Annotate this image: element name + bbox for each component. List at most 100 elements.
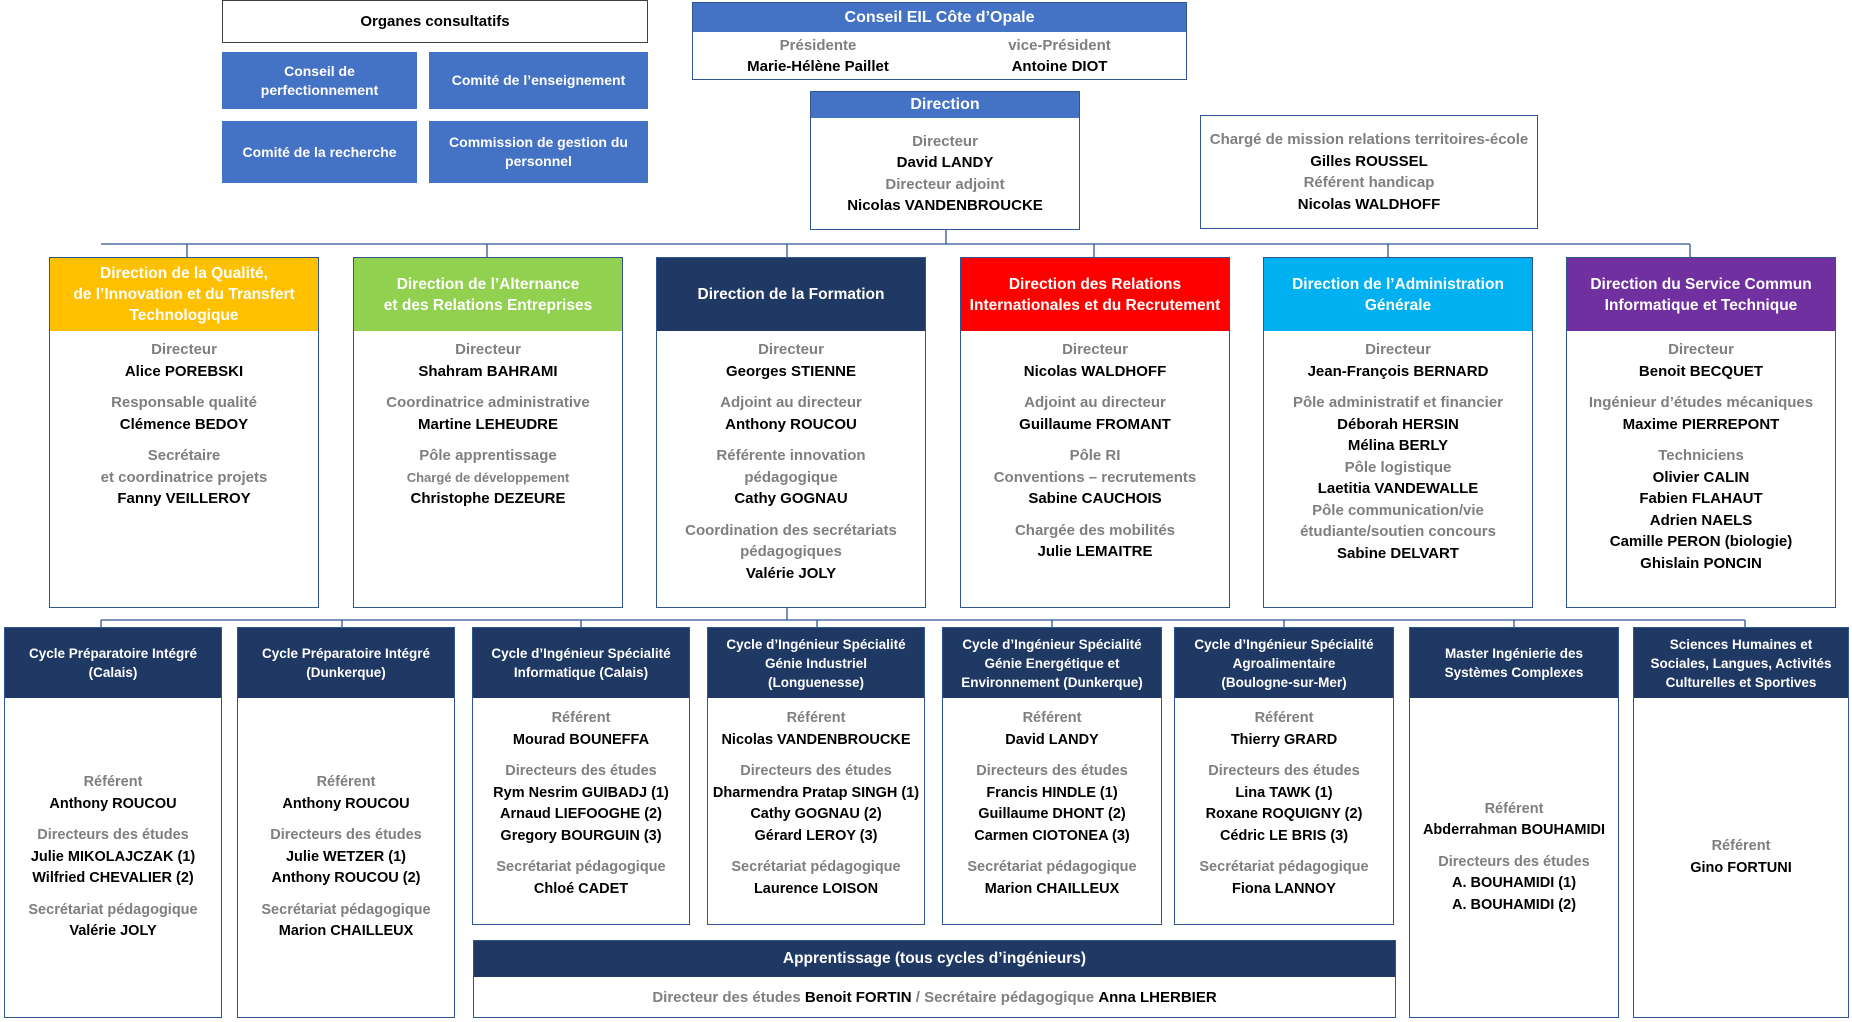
role-label: Chargé de développement (406, 469, 570, 485)
person-name: Fabien FLAHAUT (1639, 490, 1763, 507)
role-label: Chargé de mission relations territoires-… (1209, 131, 1529, 148)
role-label: Techniciens (1658, 447, 1744, 464)
person-name: Benoit BECQUET (1638, 362, 1764, 380)
person-name: Nicolas VANDENBROUCKE (721, 731, 911, 748)
cycle-genie-energetique: Cycle d’Ingénieur Spécialité Génie Energ… (942, 627, 1162, 925)
role-label: Pôle administratif et financier (1292, 394, 1504, 411)
mission-body: Chargé de mission relations territoires-… (1201, 116, 1537, 228)
department-relations-internationales: Direction des Relations Internationales … (960, 257, 1230, 608)
person-name: Julie WETZER (1) (285, 848, 407, 865)
person-name: Guillaume FROMANT (1019, 415, 1171, 433)
role-label: Référent (1254, 710, 1314, 726)
person-name: Gregory BOURGUIN (3) (500, 827, 662, 844)
cycle-title: Cycle d’Ingénieur Spécialité Génie Energ… (943, 628, 1161, 698)
cycle-title: Sciences Humaines et Sociales, Langues, … (1634, 628, 1848, 698)
person-name: Laurence LOISON (753, 880, 879, 897)
role-label: Référent handicap (1303, 174, 1435, 191)
person-name: Laetitia VANDEWALLE (1317, 480, 1479, 497)
person-name: Valérie JOLY (69, 923, 157, 940)
person-name: Marion CHAILLEUX (278, 923, 414, 940)
role-label: Secrétariat pédagogique (967, 859, 1137, 875)
person-name: Fanny VEILLEROY (117, 490, 251, 507)
person-name: Olivier CALIN (1652, 468, 1750, 486)
role-label: Référent (1022, 710, 1082, 726)
apprentissage-separator: / (911, 988, 925, 1006)
role-label: Référent (1484, 800, 1544, 817)
mission-box: Chargé de mission relations territoires-… (1200, 115, 1538, 229)
person-name: Cédric LE BRIS (3) (1219, 827, 1349, 844)
role-label: Directeur (912, 132, 978, 150)
role-label: Directeur (455, 341, 521, 358)
organe-commission-personnel: Commission de gestion du personnel (429, 121, 648, 183)
person-name: Dharmendra Pratap SINGH (1) (712, 784, 920, 801)
cycle-title: Cycle d’Ingénieur Spécialité Agroaliment… (1175, 628, 1393, 698)
role-label: Référente innovation pédagogique (716, 447, 866, 486)
role-label: Secrétariat pédagogique (28, 901, 198, 918)
person-name: Chloé CADET (533, 880, 629, 897)
conseil-title: Conseil EIL Côte d’Opale (693, 3, 1186, 32)
cycle-master-isc: Master Ingénierie des Systèmes Complexes… (1409, 627, 1619, 1018)
person-name: Anthony ROUCOU (2) (271, 870, 421, 887)
cycle-title: Cycle Préparatoire Intégré (Dunkerque) (238, 628, 454, 698)
department-title: Direction de la Formation (657, 258, 925, 331)
department-title: Direction de l’Administration Générale (1264, 258, 1532, 331)
person-name: Camille PERON (biologie) (1609, 533, 1793, 550)
role-label: Secrétaire et coordinatrice projets (100, 447, 268, 486)
conseil-box: Conseil EIL Côte d’Opale Présidente Mari… (692, 2, 1187, 80)
department-qualite: Direction de la Qualité, de l’Innovation… (49, 257, 319, 608)
role-label: Référent (1711, 838, 1771, 854)
organe-comite-recherche: Comité de la recherche (222, 121, 417, 183)
person-name: Christophe DEZEURE (410, 490, 566, 507)
role-label: Directeurs des études (1438, 853, 1590, 870)
cycle-shs: Sciences Humaines et Sociales, Langues, … (1633, 627, 1849, 1018)
person-name: Nicolas WALDHOFF (1297, 195, 1441, 213)
conseil-pres-role: Présidente (779, 37, 857, 54)
direction-title: Direction (811, 92, 1079, 118)
role-label: Directeur adjoint (885, 175, 1005, 193)
role-label: Secrétariat pédagogique (496, 859, 666, 875)
department-title: Direction de la Qualité, de l’Innovation… (50, 258, 318, 331)
role-label: Pôle RI Conventions – recrutements (993, 447, 1197, 486)
role-label: Directeurs des études (505, 763, 657, 779)
person-name: Alice POREBSKI (124, 362, 244, 380)
role-label: Directeur (758, 341, 824, 358)
role-label: Référent (551, 710, 611, 726)
role-label: Adjoint au directeur (720, 394, 862, 411)
conseil-vice-role: vice-Président (1008, 37, 1111, 54)
person-name: Anthony ROUCOU (282, 795, 410, 812)
department-title: Direction des Relations Internationales … (961, 258, 1229, 331)
role-label: Directeurs des études (270, 827, 422, 844)
person-name: Sabine CAUCHOIS (1028, 490, 1162, 507)
role-label: Référent (786, 710, 846, 726)
role-label: Directeur (1668, 341, 1734, 358)
person-name: Guillaume DHONT (2) (978, 806, 1126, 822)
role-label: Secrétariat pédagogique (261, 901, 431, 918)
person-name: Shahram BAHRAMI (418, 362, 558, 380)
apprentissage-name-secretaire: Anna LHERBIER (1098, 988, 1217, 1006)
organe-conseil-perfectionnement: Conseil de perfectionnement (222, 52, 417, 109)
person-name: Fiona LANNOY (1232, 880, 1336, 897)
role-label: Directeur (1365, 341, 1431, 358)
person-name: Julie MIKOLAJCZAK (1) (30, 848, 196, 865)
person-name: Georges STIENNE (725, 362, 857, 380)
role-label: Directeur (1062, 341, 1128, 358)
department-alternance: Direction de l’Alternance et des Relatio… (353, 257, 623, 608)
role-label: Chargée des mobilités (1014, 521, 1176, 539)
cycle-informatique-calais: Cycle d’Ingénieur Spécialité Informatiqu… (472, 627, 690, 925)
role-label: Ingénieur d’études mécaniques (1588, 394, 1814, 411)
person-name: Nicolas WALDHOFF (1023, 362, 1167, 380)
person-name: Ghislain PONCIN (1640, 554, 1762, 572)
